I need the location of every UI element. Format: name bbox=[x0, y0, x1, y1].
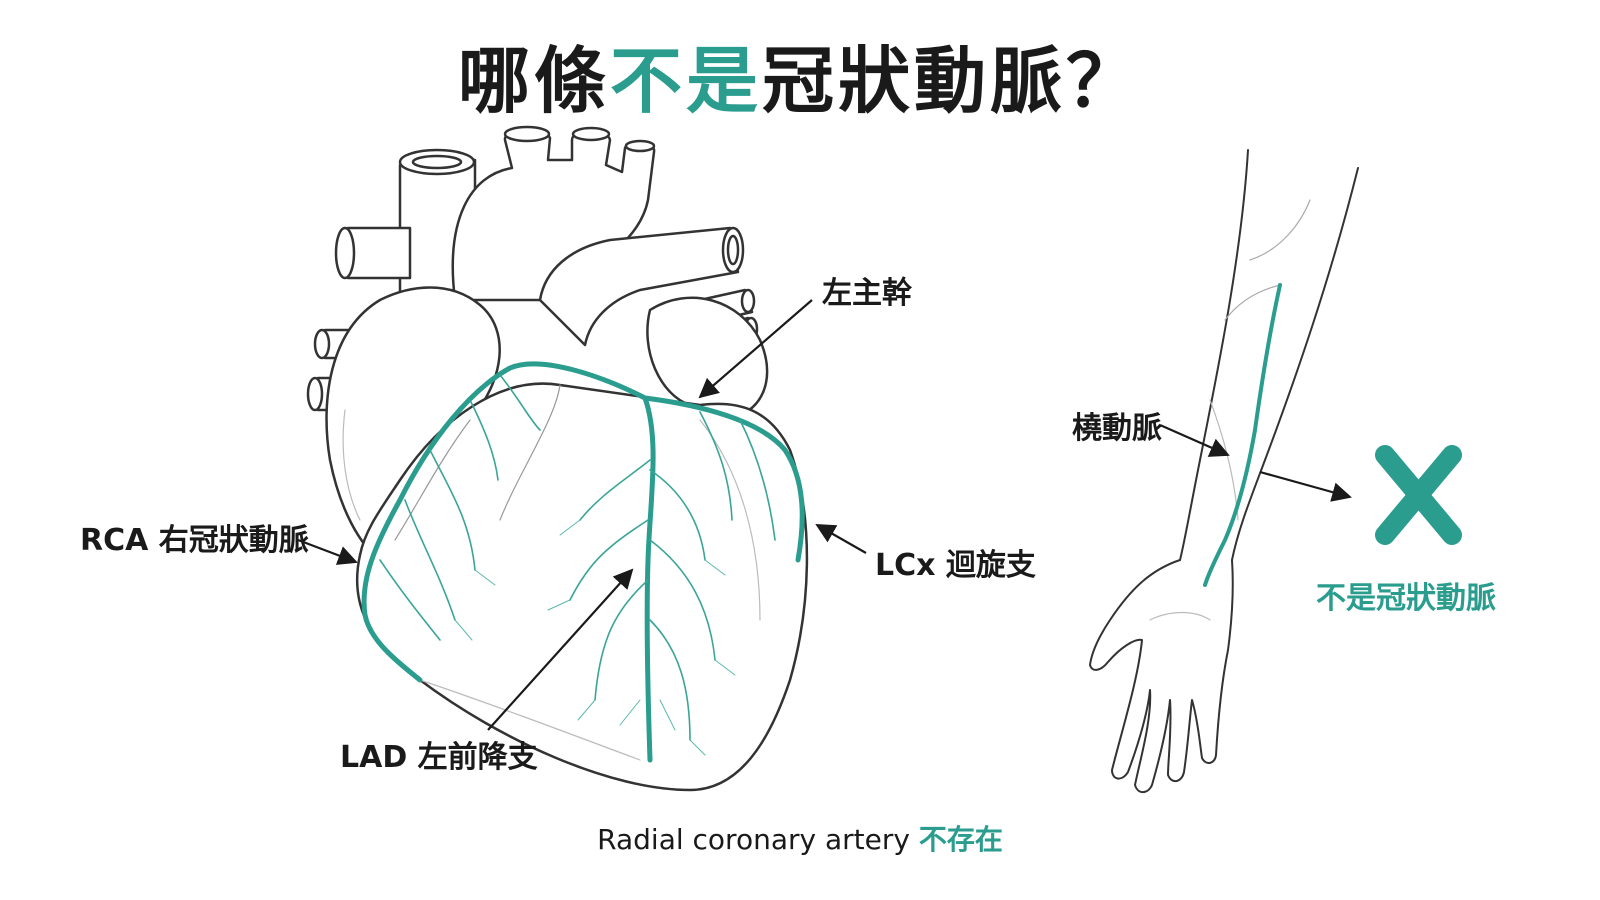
lad-vessel bbox=[642, 395, 656, 763]
label-lad: LAD 左前降支 bbox=[340, 740, 538, 775]
arrow-rca bbox=[297, 538, 358, 565]
heart-arrows bbox=[297, 299, 867, 731]
title-highlight: 不是 bbox=[609, 39, 762, 123]
heart-drawing bbox=[306, 125, 809, 792]
caption: Radial coronary artery 不存在 bbox=[0, 818, 1600, 858]
arm-drawing bbox=[1089, 149, 1359, 794]
forearm-outline-left bbox=[1179, 149, 1249, 561]
caption-highlight: 不存在 bbox=[918, 823, 1003, 856]
label-rca: RCA 右冠狀動脈 bbox=[80, 523, 309, 558]
x-mark-icon bbox=[1375, 445, 1462, 545]
coronary-arteries bbox=[361, 361, 805, 763]
left-atrium bbox=[646, 296, 769, 417]
label-radial: 橈動脈 bbox=[1072, 411, 1162, 446]
forearm-outline-right bbox=[1231, 167, 1359, 561]
title-part1: 哪條 bbox=[457, 39, 610, 123]
page-title: 哪條不是冠狀動脈？ bbox=[0, 22, 1600, 127]
lcx-vessel bbox=[642, 395, 805, 563]
arrow-lcx bbox=[815, 524, 867, 554]
hand-outline bbox=[1089, 559, 1234, 794]
caption-text: Radial coronary artery bbox=[597, 823, 910, 856]
arm-arrows bbox=[1159, 423, 1352, 502]
label-left-main: 左主幹 bbox=[822, 276, 912, 311]
radial-artery bbox=[1203, 283, 1282, 587]
arrow-lad bbox=[487, 568, 634, 731]
label-not-coronary: 不是冠狀動脈 bbox=[1316, 581, 1496, 616]
arrow-left-main bbox=[698, 299, 813, 399]
arrow-radial bbox=[1159, 423, 1230, 457]
arrow-cross bbox=[1259, 470, 1352, 502]
title-part2: 冠狀動脈？ bbox=[762, 39, 1143, 123]
label-lcx: LCx 迴旋支 bbox=[875, 548, 1036, 583]
rca-vessel bbox=[361, 361, 648, 683]
